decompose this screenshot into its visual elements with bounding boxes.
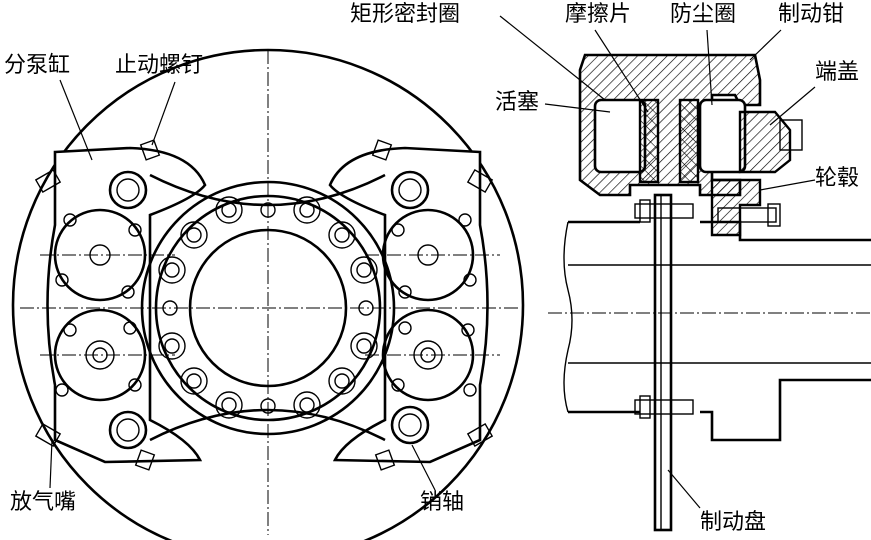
hub-bolts bbox=[158, 196, 378, 419]
leader-lines bbox=[49, 15, 816, 509]
disc-bolts bbox=[634, 199, 694, 419]
friction-pad-right bbox=[678, 98, 700, 184]
friction-pad-left bbox=[638, 98, 660, 184]
label-piston: 活塞 bbox=[495, 90, 540, 115]
axle-outline bbox=[568, 220, 871, 442]
label-stop-screw: 止动螺钉 bbox=[115, 53, 204, 78]
stop-screws bbox=[134, 139, 396, 471]
label-end-cap: 端盖 bbox=[815, 60, 860, 85]
pin-shaft-bl bbox=[108, 410, 148, 450]
section-view bbox=[548, 53, 871, 532]
pin-shaft-tl bbox=[108, 170, 148, 210]
label-bleeder: 放气嘴 bbox=[10, 490, 77, 515]
label-pin-shaft: 销轴 bbox=[420, 490, 465, 515]
label-brake-disc: 制动盘 bbox=[700, 510, 767, 535]
caliper-body-right bbox=[328, 146, 489, 464]
end-cap-section bbox=[738, 110, 792, 174]
label-rect-seal: 矩形密封圈 bbox=[350, 2, 461, 27]
pin-shaft-br bbox=[390, 405, 430, 445]
label-caliper: 制动钳 bbox=[778, 2, 845, 27]
piston-right bbox=[698, 98, 747, 174]
label-cylinder: 分泵缸 bbox=[4, 53, 71, 78]
label-dust-seal: 防尘圈 bbox=[670, 2, 737, 27]
label-hub: 轮毂 bbox=[815, 166, 860, 191]
brake-disc-section bbox=[653, 193, 673, 532]
pin-shaft-tr bbox=[390, 170, 430, 210]
label-friction-pad: 摩擦片 bbox=[565, 2, 632, 27]
caliper-body-left bbox=[46, 146, 207, 464]
front-view bbox=[11, 48, 525, 540]
bleeder-valves bbox=[34, 168, 494, 448]
